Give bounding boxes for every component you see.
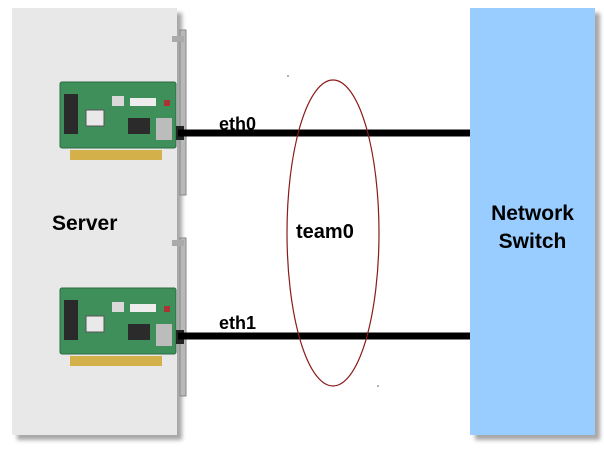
speck-dot bbox=[287, 75, 289, 77]
nic-card-eth0-icon bbox=[59, 29, 187, 196]
team-label: team0 bbox=[296, 221, 354, 243]
eth0-label: eth0 bbox=[219, 114, 257, 134]
server-label: Server bbox=[52, 212, 118, 235]
team-ellipse bbox=[286, 79, 380, 387]
nic-card-eth1-icon bbox=[59, 237, 187, 397]
network-switch-label: Network Switch bbox=[470, 200, 595, 256]
switch-label-line2: Switch bbox=[498, 230, 567, 253]
switch-label-line1: Network bbox=[491, 202, 574, 225]
eth1-label: eth1 bbox=[219, 313, 257, 333]
network-switch-box bbox=[470, 8, 595, 435]
speck-dot bbox=[377, 385, 379, 387]
